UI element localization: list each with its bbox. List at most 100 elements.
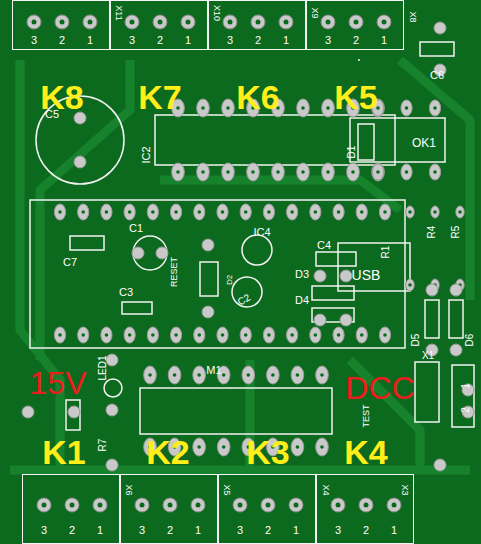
solder-pad — [147, 327, 158, 343]
solder-pad — [147, 204, 158, 220]
solder-pad — [78, 327, 89, 343]
terminal-block: 321 — [22, 474, 120, 544]
solder-pad — [316, 438, 329, 456]
silkscreen-label: R1 — [381, 246, 391, 259]
solder-pad — [333, 327, 344, 343]
solder-pad — [240, 204, 251, 220]
solder-pad — [124, 204, 135, 220]
pin-number: 1 — [283, 35, 289, 46]
pin-number: 2 — [167, 525, 173, 536]
silkscreen-label: LED1 — [98, 355, 108, 380]
silkscreen-label: X6 — [124, 484, 133, 495]
silkscreen-label: C5 — [45, 109, 59, 120]
pin-number: 2 — [363, 525, 369, 536]
silkscreen-label: C6 — [430, 70, 444, 81]
solder-pad — [240, 327, 251, 343]
silkscreen-label: X9 — [310, 7, 319, 18]
solder-pad — [297, 163, 310, 181]
solder-pad — [217, 327, 228, 343]
silkscreen-label: R7 — [98, 439, 108, 452]
silkscreen-label: C7 — [63, 257, 77, 268]
silkscreen-label: X11 — [114, 5, 123, 20]
solder-pad — [291, 438, 304, 456]
solder-pad — [124, 327, 135, 343]
silkscreen-label: C3 — [119, 287, 133, 298]
silkscreen-label: D5 — [411, 334, 421, 347]
pin-number: 3 — [335, 525, 341, 536]
solder-pad — [291, 366, 304, 384]
pin-number: 1 — [185, 35, 191, 46]
solder-pad — [406, 279, 414, 291]
silkscreen-label: D2 — [226, 275, 234, 285]
solder-pad — [78, 204, 89, 220]
solder-pad — [347, 163, 360, 181]
terminal-block: 321 — [218, 474, 316, 544]
pin-number: 2 — [255, 35, 261, 46]
silkscreen-label: D3 — [295, 269, 309, 280]
pin-number: 3 — [237, 525, 243, 536]
solder-pad — [222, 163, 235, 181]
silkscreen-label: OK1 — [412, 137, 436, 149]
solder-pad — [193, 438, 206, 456]
pin-number: 2 — [353, 35, 359, 46]
solder-pad — [316, 366, 329, 384]
solder-pad — [170, 204, 181, 220]
silkscreen-label: R5 — [451, 226, 461, 239]
silkscreen-label: 2 — [461, 407, 471, 413]
silkscreen-label: IC2 — [141, 146, 152, 163]
solder-pad — [379, 327, 390, 343]
solder-pad — [263, 327, 274, 343]
terminal-block: 3 2 1 — [12, 0, 110, 50]
silkscreen-label: X10 — [212, 5, 221, 21]
solder-pad — [429, 164, 440, 180]
silkscreen-label: D4 — [295, 295, 309, 306]
solder-pad — [287, 327, 298, 343]
solder-pad — [297, 99, 310, 117]
pin-number: 3 — [31, 35, 37, 46]
solder-pad — [322, 99, 335, 117]
solder-pad — [263, 204, 274, 220]
silkscreen-label: C1 — [129, 223, 143, 234]
pin-number: 3 — [227, 35, 233, 46]
solder-pad — [429, 100, 440, 116]
silkscreen-label: M1 — [206, 365, 221, 376]
silkscreen-label: X3 — [400, 484, 409, 495]
solder-pad — [322, 163, 335, 181]
solder-pad — [401, 164, 412, 180]
solder-pad — [242, 366, 255, 384]
solder-pad — [217, 204, 228, 220]
pin-number: 2 — [59, 35, 65, 46]
terminal-block: 321 — [316, 474, 414, 544]
solder-pad — [401, 100, 412, 116]
pin-number: 3 — [41, 525, 47, 536]
pin-number: 1 — [97, 525, 103, 536]
solder-pad — [267, 366, 280, 384]
connector-label: K3 — [246, 435, 289, 469]
solder-pad — [310, 327, 321, 343]
terminal-block: 321 — [306, 0, 404, 50]
silkscreen-label: RESET — [170, 257, 179, 287]
solder-pad — [379, 204, 390, 220]
terminal-block: 321 — [110, 0, 208, 50]
silkscreen-label: R4 — [427, 226, 437, 239]
solder-pad — [101, 204, 112, 220]
solder-pad — [168, 366, 181, 384]
solder-pad — [193, 366, 206, 384]
pin-number: 2 — [265, 525, 271, 536]
solder-pad — [406, 206, 414, 218]
solder-pad — [272, 163, 285, 181]
terminal-block: 321 — [120, 474, 218, 544]
solder-pad — [247, 163, 260, 181]
solder-pad — [54, 327, 65, 343]
connector-label: K5 — [334, 80, 377, 114]
solder-pad — [194, 327, 205, 343]
solder-pad — [356, 204, 367, 220]
silkscreen-label: X4 — [321, 484, 330, 495]
solder-pad — [144, 366, 157, 384]
solder-pad — [222, 99, 235, 117]
silkscreen-label: X1 — [422, 351, 434, 361]
pin-number: 1 — [87, 35, 93, 46]
solder-pad — [287, 204, 298, 220]
solder-pad — [356, 327, 367, 343]
